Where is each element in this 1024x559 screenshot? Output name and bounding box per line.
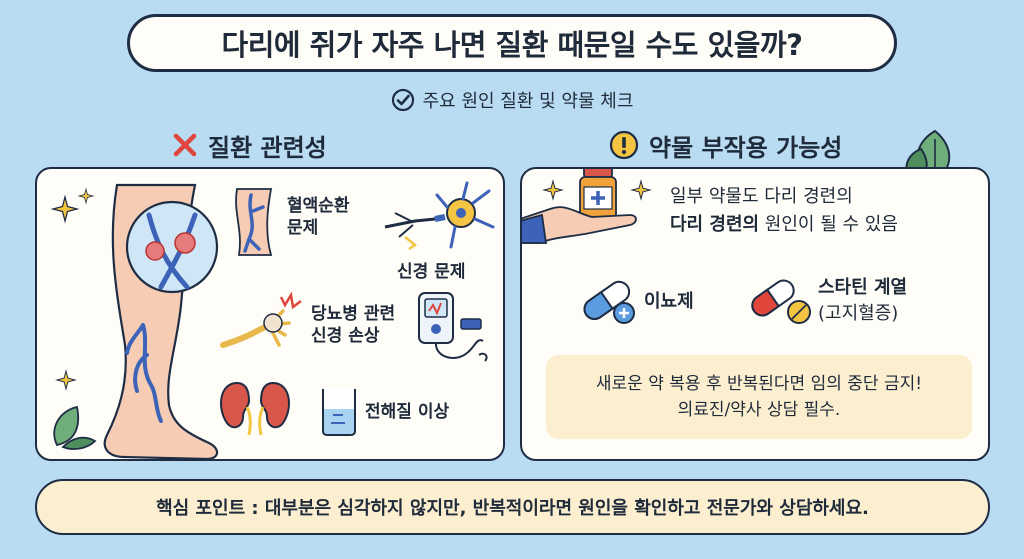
subtitle: 주요 원인 질환 및 약물 체크 — [0, 86, 1024, 114]
drug-heading-text: 약물 부작용 가능성 — [649, 133, 843, 162]
drug-intro-bold: 다리 경련의 — [670, 214, 760, 235]
statin-label-line1: 스타틴 계열 — [818, 277, 908, 298]
damaged-nerve-icon — [220, 291, 302, 348]
key-point-banner: 핵심 포인트 : 대부분은 심각하지 않지만, 반복적이라면 원인을 확인하고 … — [35, 479, 990, 535]
diabetes-label-line2: 신경 손상 — [311, 326, 380, 346]
leaf-icon — [53, 405, 97, 450]
blue-capsule-icon — [583, 280, 635, 324]
diuretic-label-text: 이뇨제 — [644, 291, 694, 312]
sparkle-icon — [77, 187, 95, 205]
diuretic-label: 이뇨제 — [644, 291, 694, 313]
page-title-text: 다리에 쥐가 자주 나면 질환 때문일 수도 있을까? — [221, 28, 803, 62]
drug-intro: 일부 약물도 다리 경련의 다리 경련의 원인이 될 수 있음 — [670, 183, 898, 239]
drug-intro-line2: 다리 경련의 원인이 될 수 있음 — [670, 211, 898, 239]
drug-intro-rest: 원인이 될 수 있음 — [759, 214, 898, 235]
sparkle-icon — [630, 179, 652, 201]
drug-warning-line1: 새로운 약 복용 후 반복된다면 임의 중단 금지! — [595, 374, 923, 394]
drug-panel: 일부 약물도 다리 경련의 다리 경련의 원인이 될 수 있음 이뇨제 스타틴 … — [520, 167, 990, 461]
yellow-tablet-icon — [787, 300, 811, 324]
diabetes-label-line1: 당뇨병 관련 — [311, 304, 396, 324]
drug-warning-line2: 의료진/약사 상담 필수. — [677, 400, 841, 420]
diabetes-label: 당뇨병 관련 신경 손상 — [311, 303, 395, 347]
kidney-icon — [220, 381, 290, 436]
statin-label-line2: (고지혈증) — [818, 303, 899, 324]
drug-intro-line1: 일부 약물도 다리 경련의 — [670, 186, 853, 207]
disease-section-heading: 질환 관련성 — [172, 128, 327, 162]
leg-illustration — [103, 183, 219, 459]
vein-icon — [235, 188, 273, 256]
statin-label: 스타틴 계열 (고지혈증) — [818, 275, 907, 327]
x-mark-icon — [172, 132, 198, 158]
page-title: 다리에 쥐가 자주 나면 질환 때문일 수도 있을까? — [127, 14, 897, 72]
circulation-label-line1: 혈액순환 — [287, 196, 350, 216]
water-beaker-icon — [322, 389, 356, 436]
disease-panel: 혈액순환 문제 신경 문제 당뇨병 관련 신경 손상 — [35, 167, 505, 461]
electrolyte-label: 전해질 이상 — [365, 401, 449, 423]
key-point-text: 핵심 포인트 : 대부분은 심각하지 않지만, 반복적이라면 원인을 확인하고 … — [156, 498, 869, 519]
red-capsule-icon — [751, 279, 795, 317]
hand-with-bottle-icon — [522, 169, 637, 244]
nerve-label: 신경 문제 — [397, 261, 465, 283]
nerve-label-line1: 신경 문제 — [397, 262, 466, 282]
drug-section-heading: 약물 부작용 가능성 — [609, 128, 842, 162]
sparkle-icon — [55, 369, 77, 391]
subtitle-text: 주요 원인 질환 및 약물 체크 — [422, 91, 634, 112]
circulation-label: 혈액순환 문제 — [287, 195, 350, 239]
exclamation-icon — [609, 130, 639, 160]
neuron-icon — [384, 181, 495, 251]
circulation-label-line2: 문제 — [287, 218, 319, 238]
sparkle-icon — [50, 194, 80, 224]
disease-heading-text: 질환 관련성 — [208, 133, 327, 162]
sparkle-icon — [542, 179, 564, 201]
check-circle-icon — [391, 88, 415, 112]
drug-warning-note: 새로운 약 복용 후 반복된다면 임의 중단 금지! 의료진/약사 상담 필수. — [546, 355, 972, 439]
electrolyte-label-line1: 전해질 이상 — [365, 402, 450, 422]
glucose-meter-icon — [418, 292, 488, 362]
